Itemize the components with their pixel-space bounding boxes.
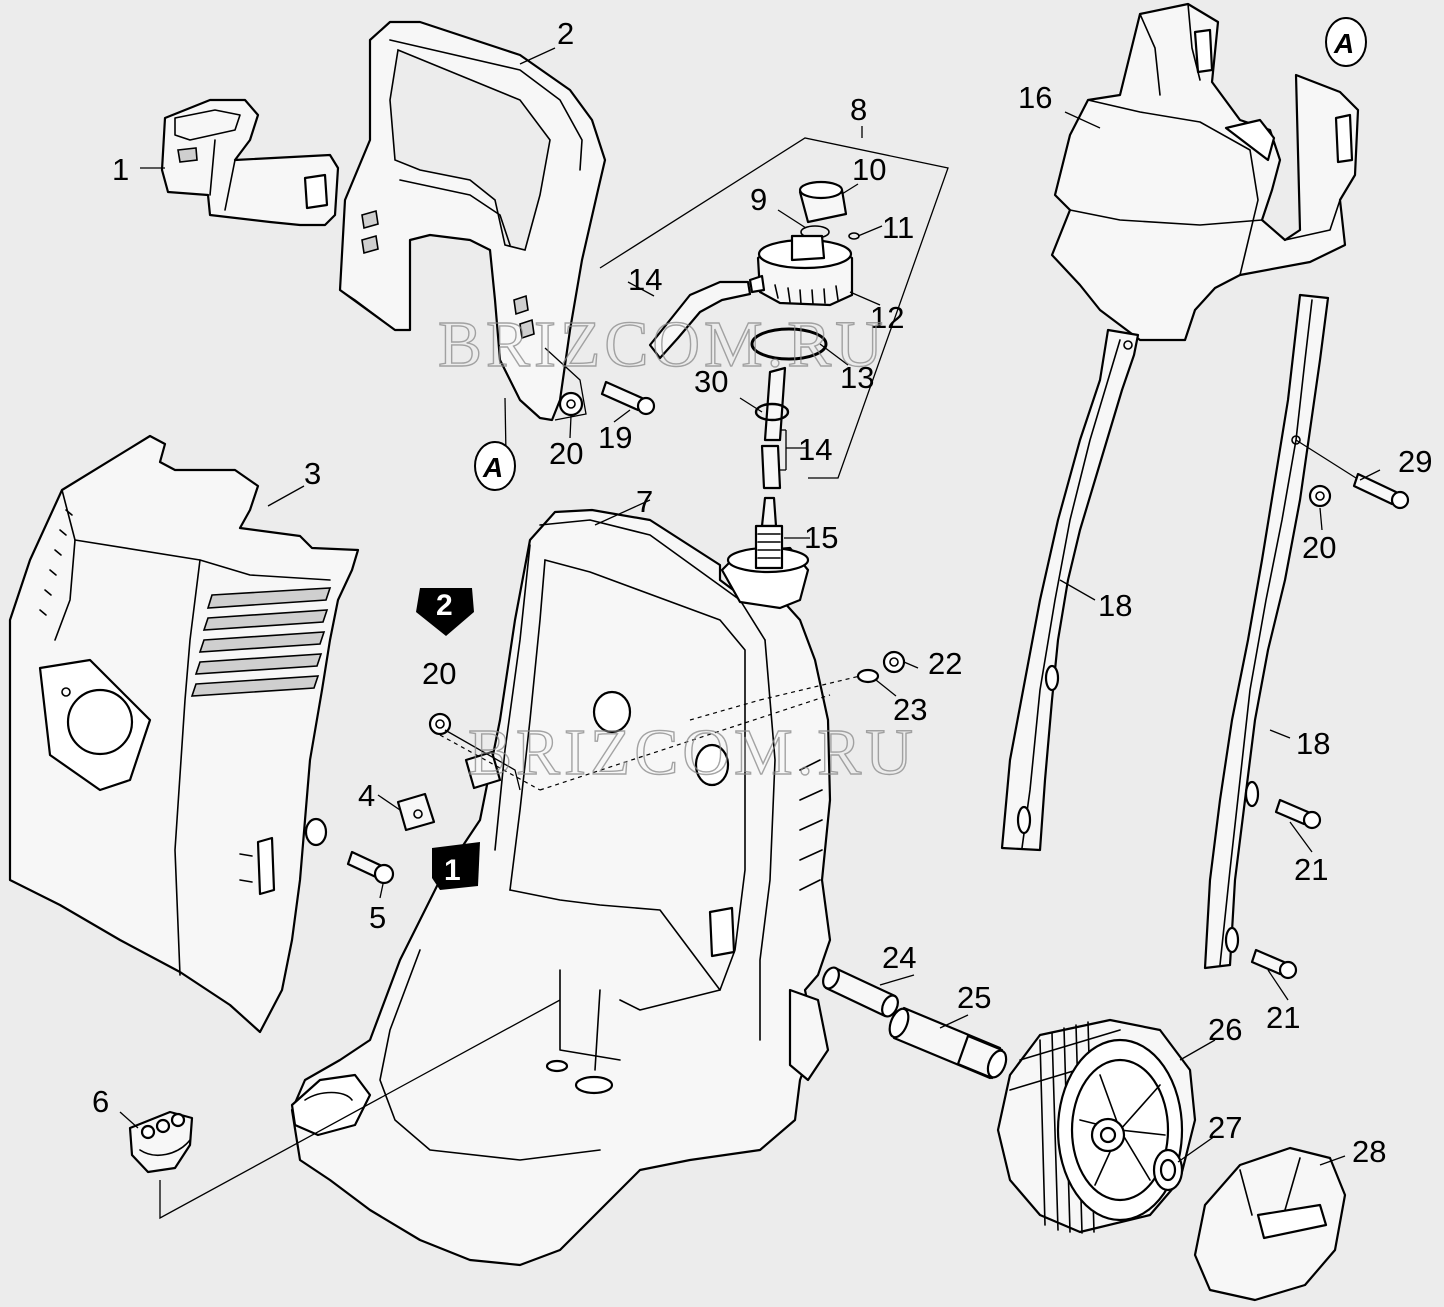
callout-2: 2 xyxy=(557,16,574,51)
callout-1: 1 xyxy=(112,152,129,187)
step-badge-2: 2 xyxy=(416,588,474,636)
part-o-ring-large xyxy=(750,327,828,361)
callout-20-mid: 20 xyxy=(422,656,456,691)
callout-29: 29 xyxy=(1398,444,1432,479)
reference-mark-text: A xyxy=(482,452,503,483)
callout-10: 10 xyxy=(852,152,886,187)
part-hub-cap xyxy=(1193,1146,1347,1302)
hardware-nut-22 xyxy=(882,650,906,674)
part-frame-rail-right xyxy=(1203,293,1330,970)
hardware-screw-21-bottom xyxy=(1250,948,1298,980)
part-plug xyxy=(128,1110,194,1174)
hardware-screw-29 xyxy=(1352,472,1410,510)
part-hose-holder xyxy=(160,98,340,227)
callout-16: 16 xyxy=(1018,80,1052,115)
callout-12: 12 xyxy=(870,300,904,335)
part-side-cover xyxy=(8,434,360,1034)
callout-22: 22 xyxy=(928,646,962,681)
callout-23: 23 xyxy=(893,692,927,727)
watermark-middle: BRIZCOM.RU xyxy=(468,716,917,789)
part-washer xyxy=(1152,1148,1184,1192)
part-tank-lid xyxy=(748,234,854,307)
callout-21-top: 21 xyxy=(1294,852,1328,887)
callout-13: 13 xyxy=(840,360,874,395)
part-axle xyxy=(888,1006,1008,1080)
part-tank-cap xyxy=(798,180,848,224)
hardware-washer-23 xyxy=(856,668,880,684)
part-top-housing xyxy=(1050,2,1360,342)
callout-25: 25 xyxy=(957,980,991,1015)
hardware-nut-20-right xyxy=(1308,484,1332,508)
hardware-clip-4 xyxy=(396,750,502,832)
reference-mark-text: A xyxy=(1333,28,1354,59)
hardware-screw-19 xyxy=(600,380,656,416)
step-badge-1: 1 xyxy=(432,842,480,890)
callout-9: 9 xyxy=(750,182,767,217)
callout-6: 6 xyxy=(92,1084,109,1119)
hardware-screw-21-top xyxy=(1274,798,1322,830)
leader-lines xyxy=(119,47,1381,1220)
callout-30: 30 xyxy=(694,364,728,399)
callout-28: 28 xyxy=(1352,1134,1386,1169)
part-hose-upper xyxy=(648,280,752,360)
part-hose-lower xyxy=(760,444,782,490)
callout-26: 26 xyxy=(1208,1012,1242,1047)
part-pin xyxy=(848,232,860,240)
callout-20-right: 20 xyxy=(1302,530,1336,565)
callout-20-top: 20 xyxy=(549,436,583,471)
part-filter xyxy=(754,496,784,570)
step-badge-2-text: 2 xyxy=(436,589,453,622)
callout-8: 8 xyxy=(850,92,867,127)
callout-4: 4 xyxy=(358,778,375,813)
callout-21-bottom: 21 xyxy=(1266,1000,1300,1035)
callout-11: 11 xyxy=(882,210,914,245)
callout-3: 3 xyxy=(304,456,321,491)
callout-18-left: 18 xyxy=(1098,588,1132,623)
callout-14-lower: 14 xyxy=(798,432,832,467)
reference-mark-right: A xyxy=(1325,17,1367,67)
callout-24: 24 xyxy=(882,940,916,975)
cover-edge-louvers xyxy=(39,509,73,616)
part-frame-rail-left xyxy=(1000,328,1140,852)
watermark-top: BRIZCOM.RU xyxy=(438,308,887,381)
hardware-nut-20-top xyxy=(558,391,584,417)
callout-5: 5 xyxy=(369,900,386,935)
part-axle-sleeve xyxy=(822,966,899,1018)
part-tank-assembly xyxy=(599,137,949,570)
part-hose-clamp xyxy=(754,402,790,422)
hardware-nut-20-mid xyxy=(428,712,452,736)
hardware-bolt-5 xyxy=(304,817,395,885)
callout-19: 19 xyxy=(598,420,632,455)
callout-numbers: 1 2 3 4 5 6 7 8 9 10 11 12 13 14 14 15 1… xyxy=(92,16,1432,1169)
callout-15: 15 xyxy=(804,520,838,555)
cover-vent-slots xyxy=(190,587,332,697)
step-badge-1-text: 1 xyxy=(444,854,461,887)
part-handle xyxy=(338,20,607,422)
callout-27: 27 xyxy=(1208,1110,1242,1145)
reference-mark-left: A xyxy=(474,441,516,491)
part-wheel xyxy=(996,1018,1197,1234)
part-main-frame xyxy=(290,508,832,1267)
callout-18-right: 18 xyxy=(1296,726,1330,761)
callout-7: 7 xyxy=(636,484,653,519)
callout-14-upper: 14 xyxy=(628,262,662,297)
